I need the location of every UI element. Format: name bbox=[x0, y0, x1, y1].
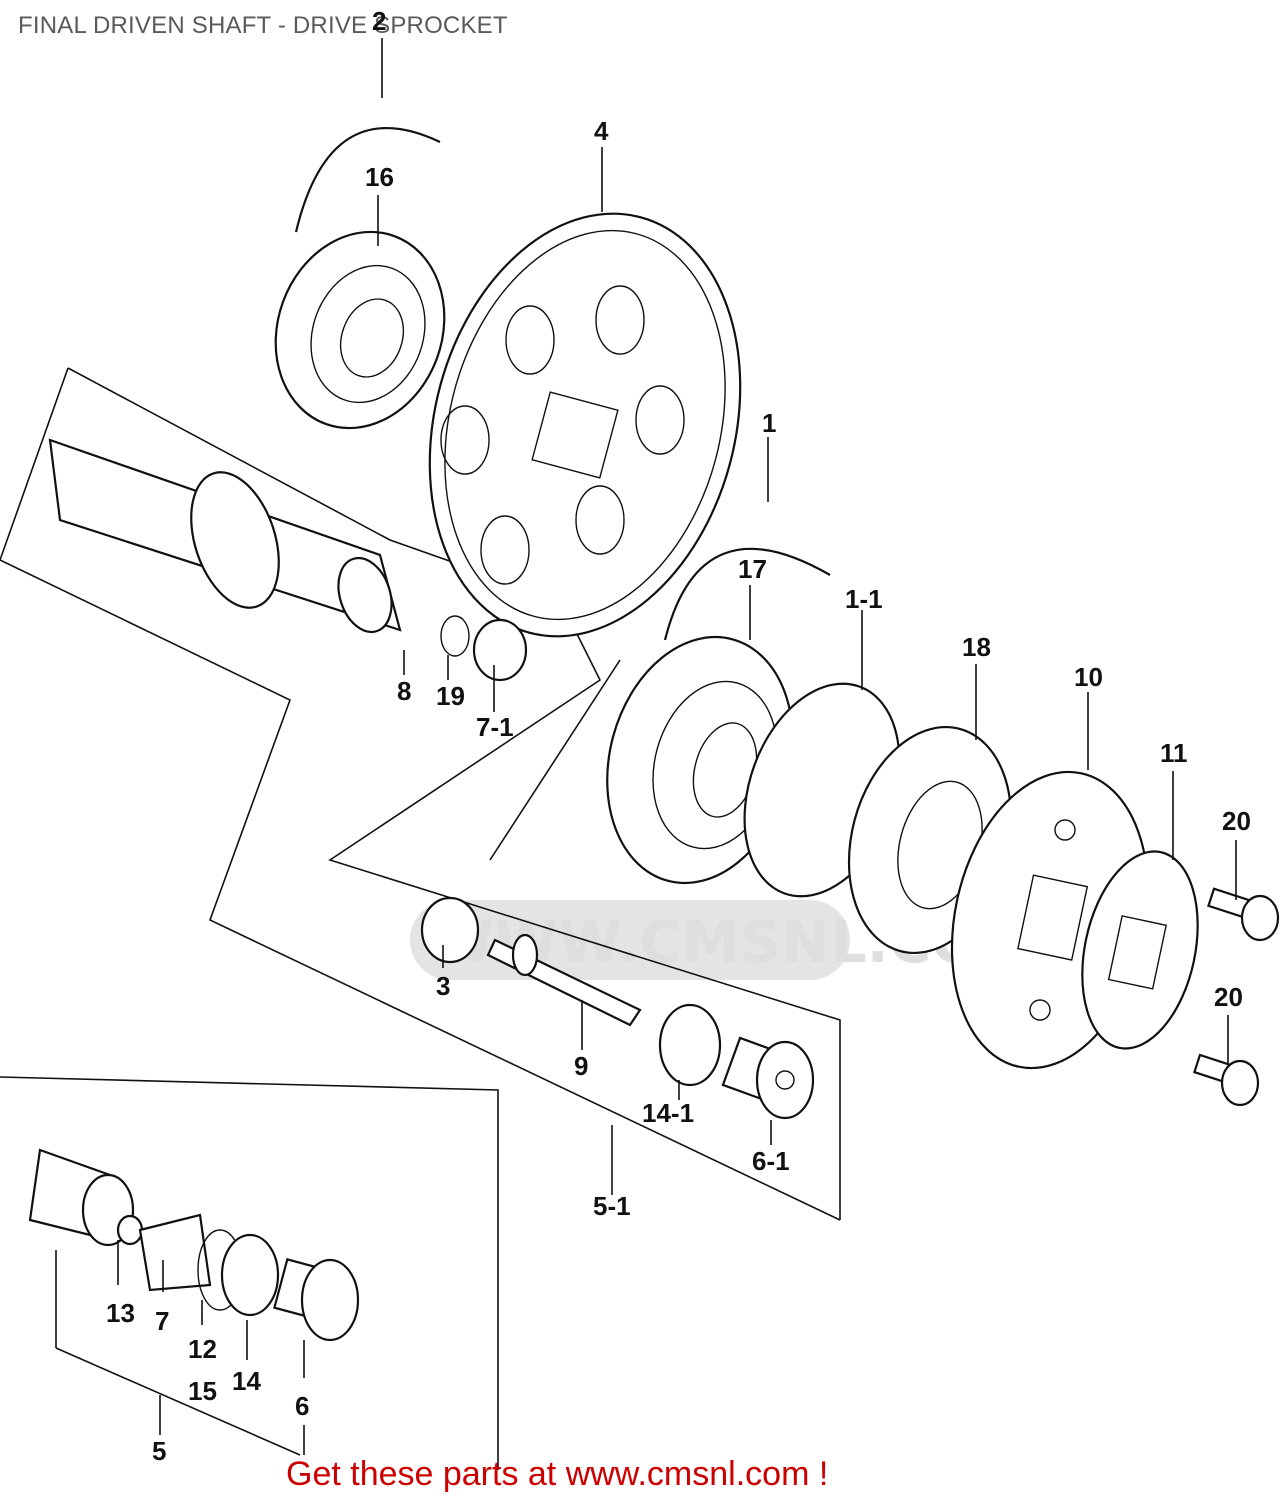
callout-label: 3 bbox=[436, 971, 450, 1001]
callout-label: 7-1 bbox=[476, 712, 514, 742]
callout-label: 14-1 bbox=[642, 1098, 694, 1128]
stud-part-9 bbox=[486, 933, 642, 1027]
assembly-outline-upper bbox=[0, 367, 841, 1221]
lock-washer-part-14 bbox=[220, 1233, 280, 1317]
nut-part-6 bbox=[273, 1258, 360, 1342]
outline-line bbox=[489, 659, 621, 861]
lock-washer-part-14-1 bbox=[658, 1003, 722, 1087]
collar-part-7 bbox=[138, 1213, 212, 1292]
callout-label: 13 bbox=[106, 1298, 135, 1328]
callout-label: 7 bbox=[155, 1306, 169, 1336]
callout-label: 18 bbox=[962, 632, 991, 662]
bolt-part-20-upper bbox=[1207, 887, 1280, 942]
o-ring-part-19 bbox=[440, 615, 470, 657]
driven-gear-part-4 bbox=[428, 212, 742, 638]
callout-label: 6-1 bbox=[752, 1146, 790, 1176]
final-driven-shaft bbox=[48, 438, 402, 634]
diagram-title: FINAL DRIVEN SHAFT - DRIVE SPROCKET bbox=[18, 12, 508, 39]
callout-label: 1-1 bbox=[845, 584, 883, 614]
callout-label: 4 bbox=[594, 116, 609, 146]
callout-label: 1 bbox=[762, 408, 776, 438]
nut-part-6-1 bbox=[721, 1036, 815, 1120]
callout-label: 19 bbox=[436, 681, 465, 711]
circlip-part-2 bbox=[294, 127, 441, 233]
callout-label: 11 bbox=[1160, 738, 1188, 768]
callout-label: 20 bbox=[1222, 806, 1251, 836]
callout-label: 20 bbox=[1214, 982, 1243, 1012]
callout-label: 5 bbox=[152, 1436, 166, 1466]
o-ring-part-13 bbox=[116, 1214, 144, 1246]
callout-label: 15 bbox=[188, 1376, 217, 1406]
callout-label: 17 bbox=[738, 554, 767, 584]
outline-line bbox=[67, 367, 841, 1220]
outline-line bbox=[0, 1076, 499, 1470]
circlip-part-1 bbox=[663, 547, 831, 641]
callout-label: 5-1 bbox=[593, 1191, 631, 1221]
callout-label: 12 bbox=[188, 1334, 217, 1364]
assembly-outline-lower bbox=[0, 1076, 499, 1470]
callout-label: 2 bbox=[372, 6, 386, 36]
cmsnl-promo-link[interactable]: Get these parts at www.cmsnl.com ! bbox=[286, 1455, 829, 1493]
callout-label: 9 bbox=[574, 1051, 588, 1081]
callout-label: 16 bbox=[365, 162, 394, 192]
bearing-part-16 bbox=[274, 230, 446, 430]
outline-line bbox=[0, 559, 841, 1221]
callout-label: 10 bbox=[1074, 662, 1103, 692]
outline-line bbox=[55, 1347, 301, 1456]
callout-label: 8 bbox=[397, 676, 411, 706]
collar-part-7-1 bbox=[472, 618, 528, 682]
collar-part-3 bbox=[420, 896, 480, 964]
leader-lines bbox=[117, 38, 1237, 1455]
callout-labels: 2 16 4 1 17 1-1 18 10 11 20 20 8 19 7-1 … bbox=[106, 6, 1251, 1466]
bolt-part-20-lower bbox=[1193, 1053, 1260, 1107]
outline-line bbox=[0, 367, 69, 561]
callout-label: 6 bbox=[295, 1391, 309, 1421]
sprocket-plate-part-11 bbox=[1081, 850, 1199, 1050]
callout-label: 14 bbox=[232, 1366, 261, 1396]
